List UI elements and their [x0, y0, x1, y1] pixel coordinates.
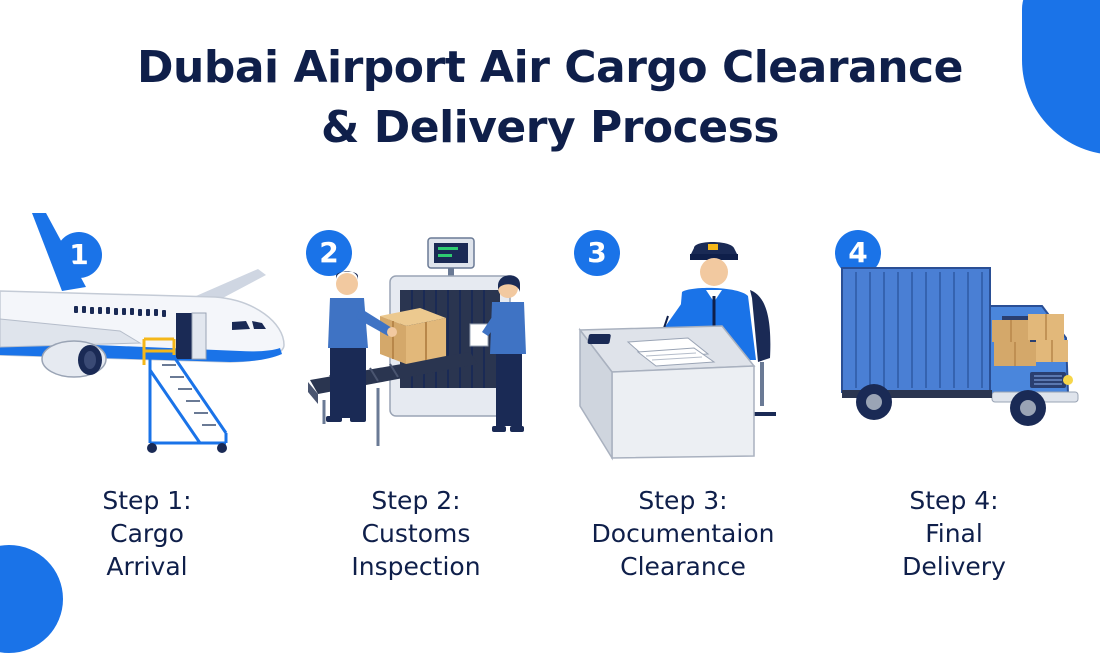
step-2-title-line-1: Customs — [361, 519, 471, 548]
step-2-badge: 2 — [306, 230, 352, 276]
step-1-label: Step 1: Cargo Arrival — [27, 484, 267, 583]
step-4-label: Step 4: Final Delivery — [834, 484, 1074, 583]
step-4-heading: Step 4: — [909, 486, 999, 515]
airplane-with-stairs-icon — [0, 213, 285, 453]
step-2-label: Step 2: Customs Inspection — [296, 484, 536, 583]
step-3-label: Step 3: Documentaion Clearance — [563, 484, 803, 583]
page-title: Dubai Airport Air Cargo Clearance & Deli… — [0, 38, 1100, 158]
step-1-title-line-2: Arrival — [106, 552, 188, 581]
step-1-heading: Step 1: — [102, 486, 192, 515]
title-line-2: & Delivery Process — [321, 102, 779, 153]
delivery-truck-icon — [841, 267, 1079, 426]
step-1-title-line-1: Cargo — [110, 519, 184, 548]
step-3-title-line-1: Documentaion — [591, 519, 775, 548]
step-4-title-line-1: Final — [925, 519, 983, 548]
step-4-title-line-2: Delivery — [902, 552, 1006, 581]
step-2-heading: Step 2: — [371, 486, 461, 515]
officer-at-desk-icon — [578, 242, 776, 461]
title-line-1: Dubai Airport Air Cargo Clearance — [137, 42, 963, 93]
step-3-heading: Step 3: — [638, 486, 728, 515]
step-3-title-line-2: Clearance — [620, 552, 746, 581]
xray-scanner-conveyor-icon — [308, 237, 526, 446]
step-2-title-line-2: Inspection — [351, 552, 481, 581]
step-3-badge: 3 — [574, 230, 620, 276]
